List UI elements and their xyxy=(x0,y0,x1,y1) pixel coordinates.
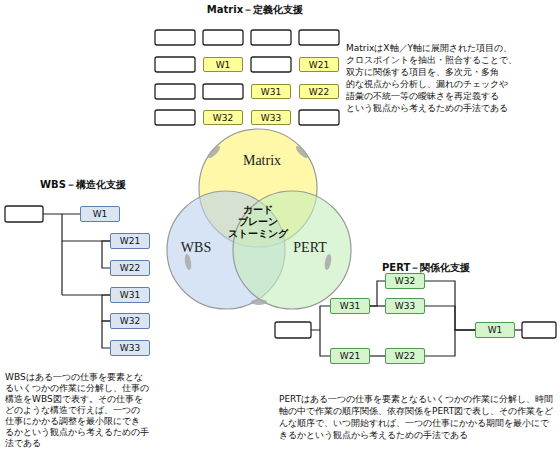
leaf-mark xyxy=(324,254,333,271)
leaf-mark xyxy=(251,299,267,305)
connector-line xyxy=(425,330,475,356)
matrix-cell: W33 xyxy=(251,110,291,125)
leaf-mark xyxy=(206,144,222,160)
matrix-cell: W31 xyxy=(251,84,291,99)
box-label: W32 xyxy=(120,316,140,326)
matrix-cell: W32 xyxy=(203,110,243,125)
box-label: W21 xyxy=(340,351,360,361)
box-label: W22 xyxy=(120,263,140,273)
connector-line xyxy=(102,295,110,321)
box-label: W32 xyxy=(213,113,233,123)
leaf-mark xyxy=(294,144,310,160)
empty-cell xyxy=(251,57,291,72)
description-text: WBSはある一つの仕事を要素とな るいくつかの作業に分解し、仕事の 構造をWBS… xyxy=(5,372,158,449)
wbs-box: W21 xyxy=(110,233,150,249)
box-label: W1 xyxy=(488,325,503,335)
box-label: W31 xyxy=(261,87,281,97)
wbs-box: W22 xyxy=(110,260,150,276)
box-label: W31 xyxy=(340,301,360,311)
empty-box xyxy=(5,206,43,222)
pert-box: W31 xyxy=(330,298,370,314)
empty-cell xyxy=(203,30,243,45)
matrix-cell: W1 xyxy=(203,57,243,72)
empty-cell xyxy=(155,57,195,72)
empty-cell xyxy=(155,110,195,125)
network-line xyxy=(311,306,330,330)
empty-cell xyxy=(251,30,291,45)
pert-box: W33 xyxy=(385,298,425,314)
section-title: PERT－関係化支援 xyxy=(382,261,532,274)
pert-box: W1 xyxy=(475,322,515,338)
connector-line xyxy=(370,305,385,306)
empty-cell xyxy=(155,84,195,99)
matrix-cell: W21 xyxy=(299,57,339,72)
empty-box xyxy=(275,322,311,338)
connector-line xyxy=(425,281,475,330)
center-label: カード ブレーン ストーミング xyxy=(224,204,292,240)
box-label: W33 xyxy=(120,343,140,353)
pert-box: W21 xyxy=(330,348,370,364)
pert-box: W32 xyxy=(385,273,425,289)
box-label: W21 xyxy=(120,236,140,246)
network-line xyxy=(320,330,330,356)
wbs-box: W1 xyxy=(80,206,120,222)
connector-line xyxy=(102,321,110,348)
description-text: MatrixはX軸／Y軸に展開された項目の、 クロスポイントを抽出・照合すること… xyxy=(346,42,536,114)
empty-box xyxy=(522,322,556,338)
description-text: PERTはある一つの仕事を要素となるいくつかの作業に分解し、時間 軸の中で作業の… xyxy=(279,393,558,441)
wbs-box: W33 xyxy=(110,340,150,356)
tree-line xyxy=(62,294,110,295)
circle-label: PERT xyxy=(293,240,326,256)
connector-line xyxy=(370,355,385,356)
box-label: W32 xyxy=(395,276,415,286)
tree-line xyxy=(62,240,110,241)
circle-label: WBS xyxy=(181,240,211,256)
box-label: W22 xyxy=(309,87,329,97)
box-label: W1 xyxy=(216,60,231,70)
empty-cell xyxy=(299,110,339,125)
box-label: W21 xyxy=(309,60,329,70)
box-label: W33 xyxy=(395,301,415,311)
box-label: W22 xyxy=(395,351,415,361)
circle-label: Matrix xyxy=(243,153,281,169)
matrix-cell: W22 xyxy=(299,84,339,99)
tree-line xyxy=(61,214,62,295)
empty-cell xyxy=(299,30,339,45)
leaf-mark xyxy=(184,254,193,271)
empty-cell xyxy=(203,84,243,99)
network-line xyxy=(515,329,522,330)
connector-line xyxy=(102,241,110,268)
connector-line xyxy=(370,281,385,306)
empty-cell xyxy=(155,30,195,45)
box-label: W33 xyxy=(261,113,281,123)
box-label: W31 xyxy=(120,290,140,300)
wbs-box: W31 xyxy=(110,287,150,303)
pert-box: W22 xyxy=(385,348,425,364)
wbs-box: W32 xyxy=(110,313,150,329)
box-label: W1 xyxy=(93,209,108,219)
section-title: WBS－構造化支援 xyxy=(40,178,180,191)
section-title: Matrix－定義化支援 xyxy=(160,3,350,16)
connector-line xyxy=(425,306,475,330)
